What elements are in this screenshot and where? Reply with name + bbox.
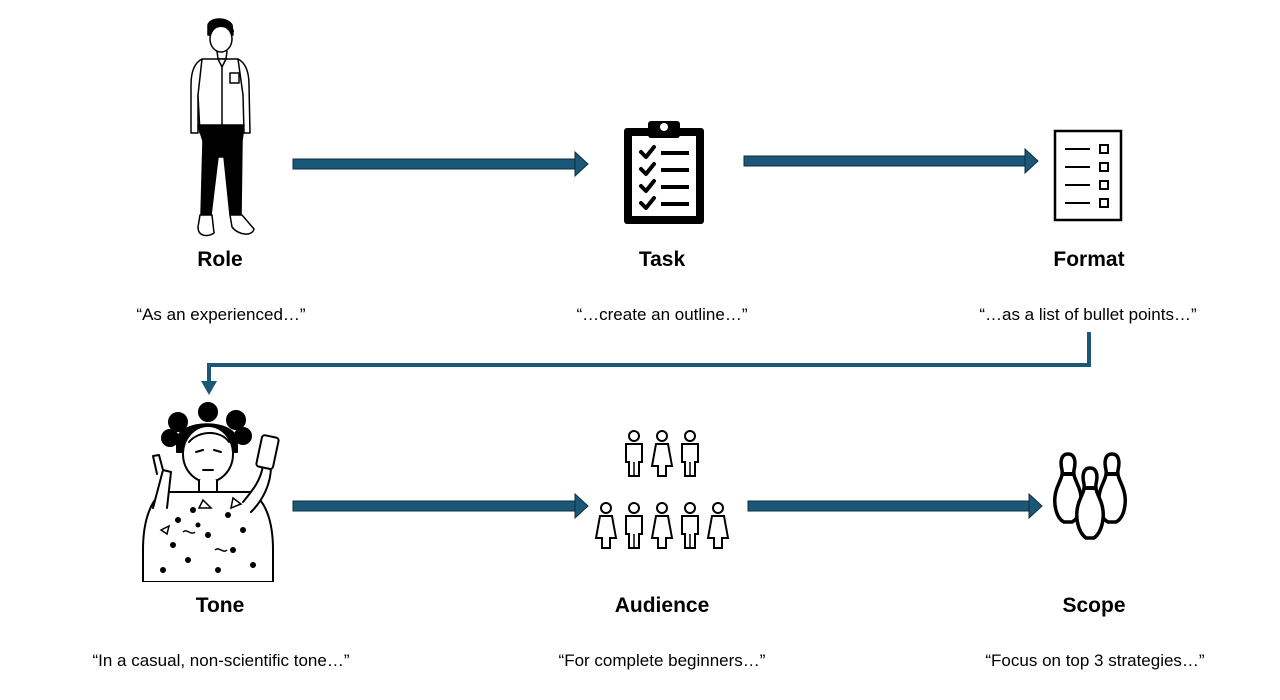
tone-quote: “In a casual, non-scientific tone…” — [92, 651, 350, 670]
arrow-task-to-format — [743, 147, 1039, 175]
standing-man-icon — [190, 18, 255, 237]
scope-quote: “Focus on top 3 strategies…” — [985, 651, 1205, 670]
clipboard-checklist-icon — [624, 121, 704, 224]
task-quote: “…create an outline…” — [576, 305, 748, 324]
task-label: Task — [638, 248, 686, 271]
casual-woman-phone-icon — [142, 402, 280, 582]
arrow-audience-to-scope — [747, 492, 1043, 520]
role-quote: “As an experienced…” — [136, 305, 306, 324]
arrow-tone-to-audience — [292, 492, 589, 520]
format-label: Format — [1053, 248, 1125, 271]
arrow-role-to-task — [292, 150, 589, 178]
tone-label: Tone — [195, 594, 245, 617]
format-quote: “…as a list of bullet points…” — [979, 305, 1197, 324]
arrow-format-to-tone — [201, 332, 1091, 395]
bullet-list-document-icon — [1053, 129, 1123, 222]
scope-label: Scope — [1062, 594, 1126, 617]
role-label: Role — [197, 248, 243, 271]
audience-quote: “For complete beginners…” — [558, 651, 766, 670]
people-group-icon — [595, 430, 729, 549]
bowling-pins-icon — [1053, 452, 1127, 540]
audience-label: Audience — [614, 594, 710, 617]
